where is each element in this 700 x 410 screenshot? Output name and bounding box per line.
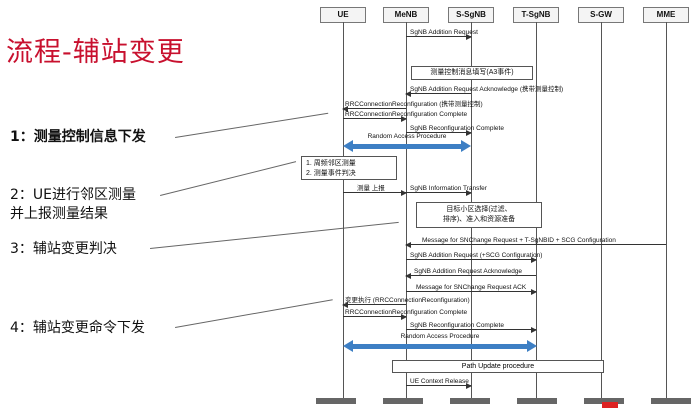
foot-3 xyxy=(450,398,490,404)
msg-label: RRCConnectionReconfiguration Complete xyxy=(345,309,468,316)
msg-measurement-report: 测量 上报 xyxy=(343,185,407,196)
step-1-pointer xyxy=(175,112,329,138)
entity-t-sgnb: T-SgNB xyxy=(513,7,559,23)
msg-snchange-request-ack: Message for SNChange Request ACK xyxy=(406,284,537,295)
lifeline-mme xyxy=(666,22,667,398)
step-2-label-line1: 2：UE进行邻区测量 xyxy=(10,187,136,203)
note-ue-measurement: 1. 周频邻区测量 2. 测量事件判决 xyxy=(301,156,397,180)
msg-label: SgNB Reconfiguration Complete xyxy=(410,322,504,329)
note-line: 1. 周频邻区测量 xyxy=(306,160,356,167)
note-line: 排序)、准入和资源准备 xyxy=(442,216,516,223)
foot-6 xyxy=(651,398,691,404)
msg-label: RRCConnectionReconfiguration (携带测量控制) xyxy=(345,101,483,108)
lifeline-menb xyxy=(406,22,407,398)
random-access-arrow-2: Random Access Procedure xyxy=(343,333,537,352)
msg-sgnb-addition-request-scg: SgNB Addition Request (+SCG Configuratio… xyxy=(406,252,542,263)
msg-label: SgNB Addition Request Acknowledge xyxy=(414,268,523,275)
random-access-label: Random Access Procedure xyxy=(400,333,480,340)
msg-rrc-reconfig-meas: RRCConnectionReconfiguration (携带测量控制) xyxy=(342,101,483,112)
step-2-label-line2: 并上报测量结果 xyxy=(10,206,108,222)
msg-snchange-request: Message for SNChange Request + T-SgNBID … xyxy=(405,237,666,248)
msg-addition-ack-meas: SgNB Addition Request Acknowledge (携带测量控… xyxy=(405,86,563,97)
slide-title: 流程-辅站变更 xyxy=(6,37,185,68)
msg-label: SgNB Addition Request xyxy=(410,29,478,36)
msg-label: 测量 上报 xyxy=(357,185,385,192)
step-3-label: 3：辅站变更判决 xyxy=(10,241,117,257)
msg-label: UE Context Release xyxy=(410,378,469,385)
msg-label: Message for SNChange Request + T-SgNBID … xyxy=(422,237,616,244)
msg-label: SgNB Reconfiguration Complete xyxy=(410,125,504,132)
msg-sgnb-information-transfer: SgNB Information Transfer xyxy=(406,185,487,196)
entity-menb: MeNB xyxy=(383,7,429,23)
msg-rrc-reconfig-complete-1: RRCConnectionReconfiguration Complete xyxy=(343,111,467,122)
random-access-label: Random Access Procedure xyxy=(367,133,447,140)
foot-5 xyxy=(584,398,624,404)
msg-rrc-reconfig-complete-2: RRCConnectionReconfiguration Complete xyxy=(343,309,467,320)
note-line: 目标小区选择(过滤、 xyxy=(446,206,512,213)
lifeline-ue xyxy=(343,22,344,398)
msg-label: SgNB Addition Request (+SCG Configuratio… xyxy=(410,252,543,259)
msg-ue-context-release: UE Context Release xyxy=(406,378,472,389)
msg-change-execution: 变更执行 (RRCConnectionReconfiguration) xyxy=(342,297,470,308)
decorative-red-mark xyxy=(602,402,618,408)
foot-2 xyxy=(383,398,423,404)
entity-s-sgnb: S-SgNB xyxy=(448,7,494,23)
msg-sgnb-reconfig-complete-1: SgNB Reconfiguration Complete xyxy=(406,125,504,136)
step-1-label: 1：测量控制信息下发 xyxy=(10,129,146,145)
msg-label: SgNB Addition Request Acknowledge (携带测量控… xyxy=(410,86,564,93)
foot-4 xyxy=(517,398,557,404)
lifeline-s-gw xyxy=(601,22,602,398)
entity-ue: UE xyxy=(320,7,366,23)
msg-sgnb-reconfig-complete-2: SgNB Reconfiguration Complete xyxy=(406,322,537,333)
msg-sgnb-addition-request-ack: SgNB Addition Request Acknowledge xyxy=(405,268,536,279)
msg-sgnb-addition-request: SgNB Addition Request xyxy=(406,29,478,40)
msg-label: RRCConnectionReconfiguration Complete xyxy=(345,111,468,118)
msg-label: SgNB Information Transfer xyxy=(410,185,487,192)
path-update-box: Path Update procedure xyxy=(392,360,604,373)
step-4-pointer xyxy=(175,299,333,328)
random-access-arrow-1: Random Access Procedure xyxy=(343,133,471,152)
note-a3-event: 测量控制消息填写(A3事件) xyxy=(411,66,533,80)
step-3-pointer xyxy=(150,221,399,249)
entity-s-gw: S-GW xyxy=(578,7,624,23)
entity-mme: MME xyxy=(643,7,689,23)
msg-label: 变更执行 (RRCConnectionReconfiguration) xyxy=(345,297,470,304)
step-2-pointer xyxy=(160,161,297,196)
step-4-label: 4：辅站变更命令下发 xyxy=(10,320,145,336)
foot-1 xyxy=(316,398,356,404)
note-line: 2. 测量事件判决 xyxy=(306,170,356,177)
msg-label: Message for SNChange Request ACK xyxy=(416,284,527,291)
note-target-selection: 目标小区选择(过滤、 排序)、准入和资源准备 xyxy=(416,202,542,228)
